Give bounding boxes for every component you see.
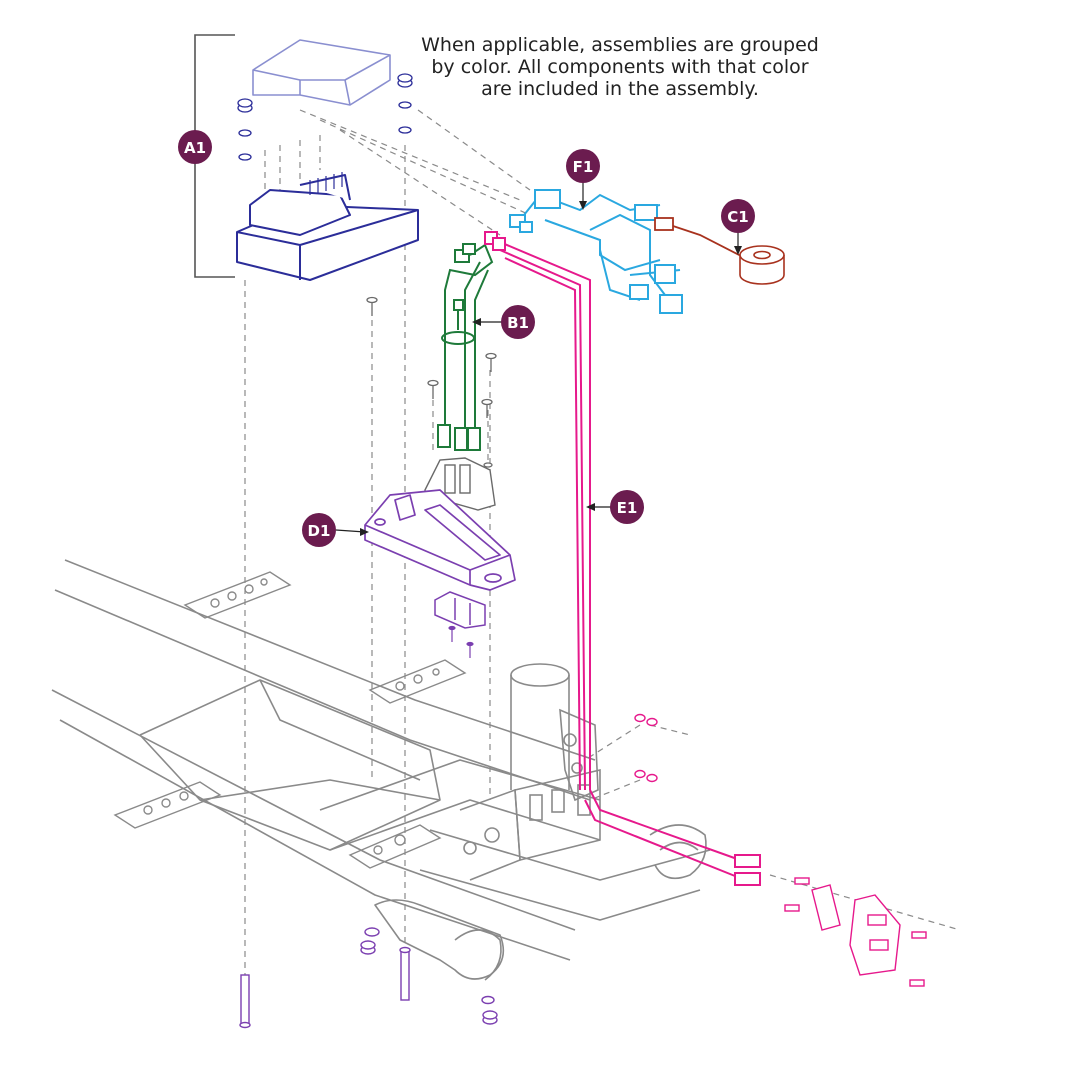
callout-e1: E1 xyxy=(610,490,644,524)
c1-lead xyxy=(654,217,746,259)
callout-c1-label: C1 xyxy=(727,208,748,226)
lower-hardware xyxy=(239,927,498,1029)
d1-clip xyxy=(434,591,486,629)
callout-e1-label: E1 xyxy=(617,499,638,517)
base-frame xyxy=(51,559,711,981)
frame-bracket-middle xyxy=(368,659,467,704)
d1-screws xyxy=(448,625,474,658)
f1-harness xyxy=(509,189,683,314)
c1-alarm-beeper xyxy=(739,245,785,285)
note-line-2: by color. All components with that color xyxy=(431,56,809,78)
leader-arrowheads xyxy=(360,201,742,536)
d1-controller-mount xyxy=(364,489,516,591)
e1-hardware xyxy=(634,713,927,987)
callout-d1-label: D1 xyxy=(308,522,331,540)
callout-f1: F1 xyxy=(566,149,600,183)
controller-hardware xyxy=(237,73,413,161)
callout-a1: A1 xyxy=(178,130,212,164)
frame-bracket-center xyxy=(348,824,442,869)
callout-a1-label: A1 xyxy=(184,139,206,157)
callout-c1: C1 xyxy=(721,199,755,233)
frame-bracket-left-upper xyxy=(183,571,292,619)
controller-pins xyxy=(309,172,343,195)
note-line-3: are included in the assembly. xyxy=(481,78,759,100)
controller-cover xyxy=(252,39,391,106)
callout-b1-label: B1 xyxy=(507,314,529,332)
callout-d1: D1 xyxy=(302,513,336,547)
e1-harness xyxy=(484,231,761,886)
b1-harness xyxy=(437,243,494,451)
note-line-1: When applicable, assemblies are grouped xyxy=(421,34,819,56)
controller-body xyxy=(236,174,419,281)
assembly-color-note: When applicable, assemblies are grouped … xyxy=(400,34,840,100)
callout-b1: B1 xyxy=(501,305,535,339)
frame-bracket-left-lower xyxy=(113,781,222,829)
mounting-screws xyxy=(366,296,497,468)
callout-f1-label: F1 xyxy=(573,158,594,176)
